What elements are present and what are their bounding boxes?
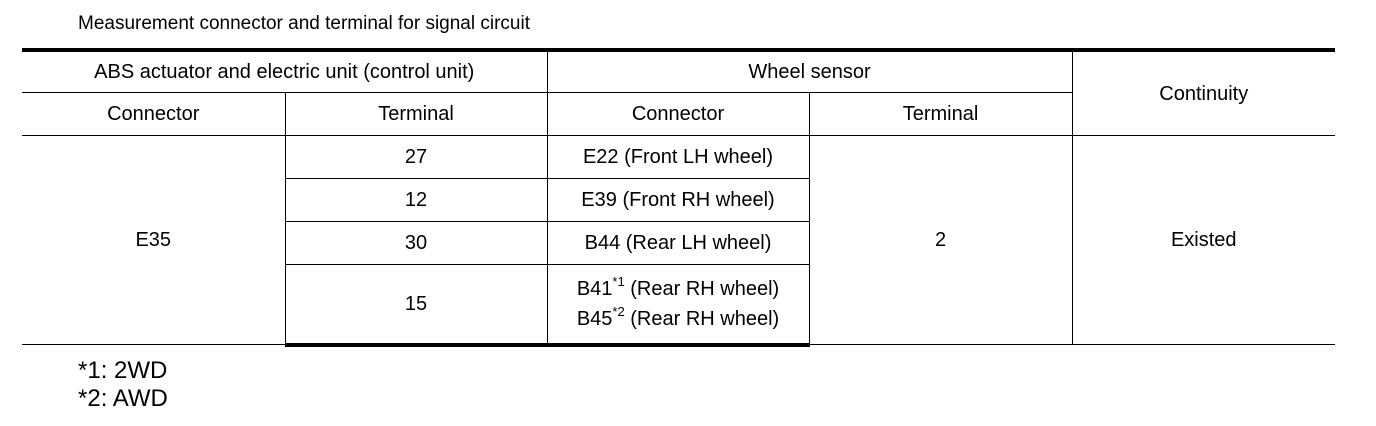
header-abs-terminal: Terminal: [284, 92, 548, 136]
table-row: 15 B41*1 (Rear RH wheel) B45*2 (Rear RH …: [22, 264, 1335, 347]
connector-line-2wd: B41*1 (Rear RH wheel): [576, 275, 780, 300]
footnote-mark: *1: [612, 273, 625, 289]
cell-wheel-connector: E39 (Front RH wheel): [546, 178, 809, 222]
footnote-2wd: *1: 2WD: [78, 357, 168, 384]
connector-code: B41: [576, 277, 613, 300]
connector-desc: (Rear RH wheel): [624, 307, 780, 330]
connector-desc: (Rear RH wheel): [624, 277, 780, 300]
header-continuity: Continuity: [1071, 48, 1335, 136]
cell-abs-terminal: 15: [285, 264, 548, 347]
table-row: 12 E39 (Front RH wheel): [22, 178, 1335, 222]
header-abs-unit: ABS actuator and electric unit (control …: [22, 48, 548, 93]
header-wheel-connector: Connector: [546, 92, 810, 136]
connector-terminal-table: ABS actuator and electric unit (control …: [22, 48, 1335, 347]
connector-list: B41*1 (Rear RH wheel) B45*2 (Rear RH whe…: [577, 274, 779, 334]
header-row-groups: ABS actuator and electric unit (control …: [22, 48, 1335, 136]
footnote-awd: *2: AWD: [78, 385, 168, 412]
footnote-mark: *2: [612, 303, 625, 319]
header-wheel-sensor: Wheel sensor: [546, 48, 1073, 93]
connector-line-awd: B45*2 (Rear RH wheel): [576, 305, 780, 330]
cell-abs-terminal: 27: [284, 135, 548, 179]
cell-wheel-terminal: 2: [808, 135, 1073, 345]
header-wheel-terminal: Terminal: [808, 92, 1072, 136]
header-abs-connector: Connector: [22, 92, 286, 136]
table-caption: Measurement connector and terminal for s…: [78, 13, 530, 34]
cell-abs-terminal: 30: [285, 221, 548, 265]
cell-wheel-connector: E22 (Front LH wheel): [546, 135, 810, 179]
table-row: E35 27 E22 (Front LH wheel) 2 Existed: [22, 135, 1335, 345]
cell-wheel-connector: B44 (Rear LH wheel): [546, 221, 809, 265]
cell-continuity: Existed: [1071, 135, 1335, 345]
cell-abs-terminal: 12: [285, 178, 548, 222]
footnotes: *1: 2WD *2: AWD: [78, 357, 168, 413]
cell-wheel-connector-multi: B41*1 (Rear RH wheel) B45*2 (Rear RH whe…: [546, 264, 809, 347]
cell-abs-connector: E35: [22, 135, 286, 345]
connector-code: B45: [576, 307, 613, 330]
